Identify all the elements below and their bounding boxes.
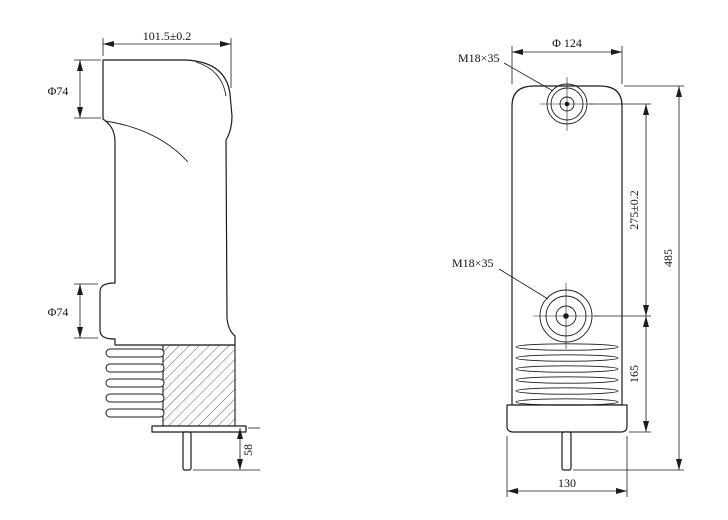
dim-arm-length: 101.5±0.2 [102, 29, 232, 88]
front-base-plate [506, 404, 628, 433]
arm-fillet-line [104, 120, 189, 163]
shoulder-inner-line [195, 61, 227, 97]
dim-stem-height: 58 [193, 427, 260, 471]
dim-arm-length-label: 101.5±0.2 [143, 29, 192, 43]
dim-top-dia: Φ 124 [511, 36, 623, 84]
insulator-fins [105, 348, 165, 418]
side-stem [182, 431, 192, 471]
side-view: 101.5±0.2 Φ74 Φ74 58 [48, 29, 260, 471]
side-base-plate [151, 425, 247, 433]
dim-lower-dia: Φ74 [48, 283, 98, 339]
lower-terminal-hole [533, 283, 599, 349]
front-view-body [511, 85, 623, 406]
front-fin-lines [515, 343, 619, 406]
dim-upper-dia: Φ74 [48, 59, 101, 119]
dim-overall-height-label: 485 [661, 249, 675, 267]
dim-overall-height: 485 [573, 85, 684, 471]
top-hole-callout: M18×35 [458, 51, 554, 92]
side-view-outline [99, 59, 236, 346]
dim-stem-label: 58 [241, 444, 255, 456]
hatch-section [162, 344, 236, 429]
dim-top-dia-label: Φ 124 [552, 36, 582, 50]
dim-hole-span-label: 275±0.2 [627, 190, 641, 230]
lower-hole-thread-label: M18×35 [452, 256, 493, 270]
dim-lower-height-label: 165 [627, 365, 641, 383]
dim-lower-height: 165 [627, 316, 651, 433]
front-stem [561, 431, 572, 471]
top-terminal-hole [540, 77, 594, 131]
dim-base-width-label: 130 [558, 476, 576, 490]
top-hole-thread-label: M18×35 [458, 51, 499, 65]
dim-hole-span: 275±0.2 [589, 103, 651, 317]
dim-lower-dia-label: Φ74 [48, 305, 69, 319]
front-view: M18×35 M18×35 Φ 124 275±0.2 165 [452, 36, 684, 497]
lower-hole-callout: M18×35 [452, 256, 549, 300]
dim-upper-dia-label: Φ74 [48, 84, 69, 98]
dim-base-width: 130 [506, 436, 628, 497]
